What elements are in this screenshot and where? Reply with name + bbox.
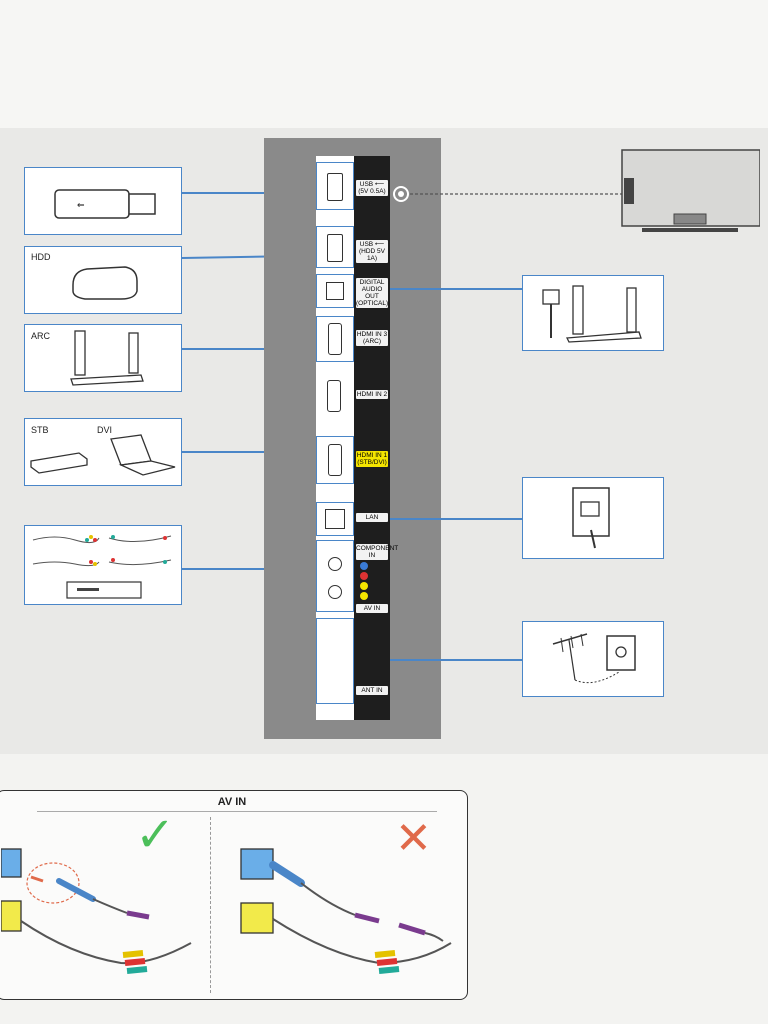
usb-stick-box: ⇐ (24, 167, 182, 235)
antenna-wall-socket-icon (552, 633, 636, 684)
optical-label: DIGITAL AUDIO OUT (OPTICAL) (356, 278, 389, 308)
soundbar-speakers-icon (70, 330, 144, 386)
optical-port[interactable] (316, 274, 354, 308)
lan-wall-socket-icon (572, 487, 610, 549)
svg-text:⇐: ⇐ (77, 201, 85, 211)
rca-jack-icon (328, 585, 342, 599)
hdmi3-label: HDMI IN 3 (ARC) (356, 330, 388, 346)
dvi-label: DVI (97, 425, 113, 435)
arc-box: ARC (24, 324, 182, 392)
usb-port-icon (327, 234, 343, 262)
av-connector-line (182, 568, 316, 570)
arc-label: ARC (31, 331, 51, 341)
optical-connector-line (390, 288, 524, 290)
hdmi-port-icon (327, 380, 341, 412)
hdmi3-connector-line (182, 348, 316, 350)
lan-connector-line (390, 518, 524, 520)
wrong-cross-icon: ✕ (395, 813, 432, 864)
hdmi1-port[interactable] (316, 436, 354, 484)
hdd-label: HDD (31, 252, 51, 262)
usb1-port[interactable] (316, 162, 354, 210)
av-in-title-rule (37, 811, 437, 812)
component-color-codes (360, 562, 368, 602)
ant-in-port[interactable] (316, 618, 354, 704)
antenna-connector-line (390, 659, 524, 661)
av-component-box (24, 525, 182, 605)
optical-port-icon (326, 282, 344, 300)
lan-label: LAN (356, 513, 388, 522)
top-band (0, 0, 768, 128)
wrong-connection-illustration (240, 848, 452, 974)
hdmi-port-icon (328, 444, 342, 476)
av-in-title: AV IN (217, 796, 247, 808)
stb-label: STB (31, 425, 49, 435)
usb2-port[interactable] (316, 226, 354, 268)
hdmi1-label: HDMI IN 1 (STB/DVI) (356, 451, 388, 467)
hdmi3-port[interactable] (316, 316, 354, 362)
correct-connection-illustration (1, 848, 192, 974)
hdmi2-label: HDMI IN 2 (356, 390, 388, 399)
av-component-port[interactable] (316, 540, 354, 612)
optical-speaker-icon (542, 285, 642, 343)
usb2-label: USB ⟵ (HDD 5V 1A) (356, 240, 388, 263)
settop-laptop-icon (30, 434, 176, 476)
correct-check-icon: ✓ (135, 807, 176, 863)
av-cables-and-player-icon (32, 535, 172, 599)
usb1-tv-dotted-link (393, 186, 622, 202)
hdd-box: HDD (24, 246, 182, 314)
stb-dvi-box: STB DVI (24, 418, 182, 486)
lan-wall-box (522, 477, 664, 559)
usb-port-icon (327, 173, 343, 201)
lan-port[interactable] (316, 502, 354, 536)
component-in-label: COMPONENT IN (356, 544, 399, 560)
rca-jack-icon (328, 557, 342, 571)
lan-port-icon (325, 509, 345, 529)
hdd-icon (72, 266, 138, 300)
usb-stick-icon: ⇐ (54, 189, 156, 219)
antenna-box (522, 621, 664, 697)
optical-speaker-box (522, 275, 664, 351)
av-in-label: AV IN (356, 604, 388, 613)
av-in-guide-panel: AV IN ✓ ✕ (0, 790, 468, 1000)
usb1-connector-line (182, 192, 316, 194)
hdmi-port-icon (328, 323, 342, 355)
hdmi1-connector-line (182, 451, 316, 453)
tv-rear-icon (621, 149, 760, 232)
ant-in-label: ANT IN (356, 686, 388, 695)
hdmi2-port[interactable] (316, 368, 354, 426)
av-divider (210, 817, 211, 993)
usb1-label: USB ⟵ (5V 0.5A) (356, 180, 388, 196)
